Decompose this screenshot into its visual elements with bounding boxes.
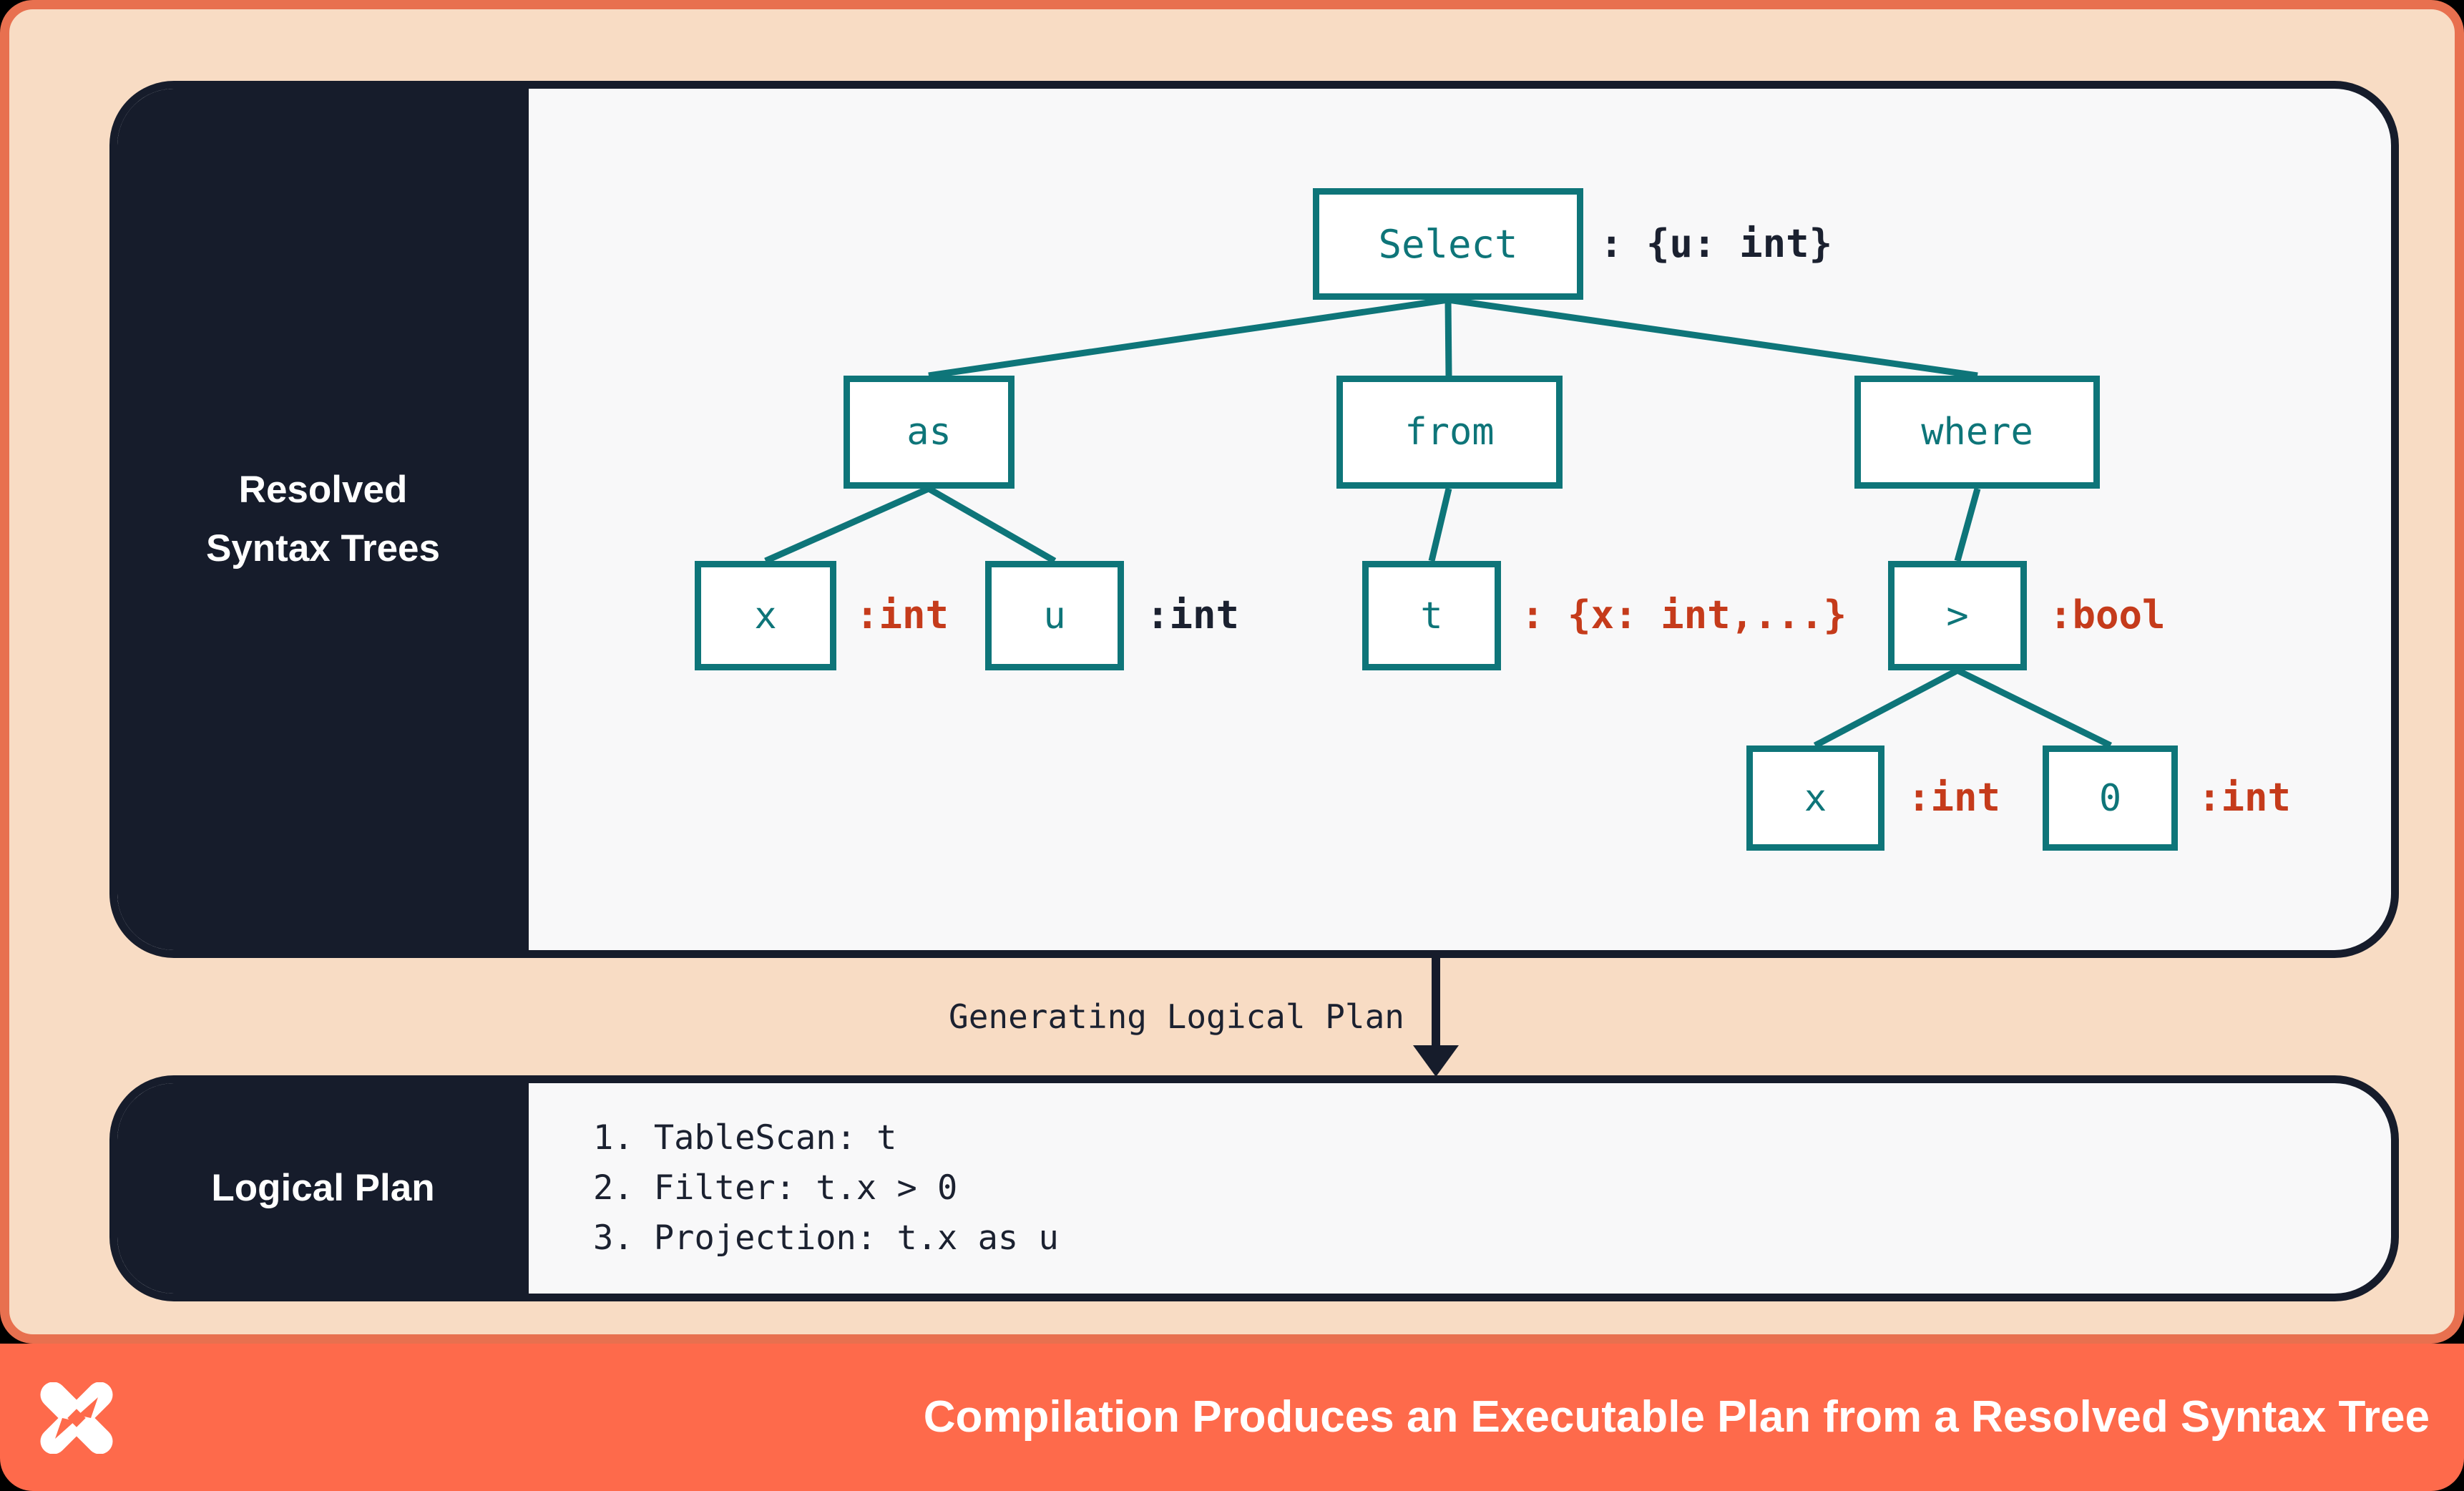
plan-step: 2. Filter: t.x > 0 (593, 1168, 958, 1208)
type-annotation-x-where: :int (1907, 775, 2001, 820)
type-annotation-select: : {u: int} (1600, 221, 1833, 266)
plan-step: 1. TableScan: t (593, 1118, 897, 1158)
tree-node-zero: 0 (2043, 746, 2178, 851)
down-arrow-head-icon (1413, 1045, 1459, 1077)
tree-node-x-where: x (1746, 746, 1884, 851)
type-annotation-t: : {x: int,...} (1521, 592, 1847, 637)
type-annotation-zero: :int (2198, 775, 2292, 820)
syntax-tree: Select as from where x u t > x 0 : {u: i… (117, 89, 2391, 950)
tree-edges (764, 296, 2112, 749)
down-arrow-shaft (1432, 958, 1440, 1047)
type-annotation-x-as: :int (856, 592, 949, 637)
transition-label: Generating Logical Plan (949, 997, 1404, 1036)
tree-node-select: Select (1313, 188, 1583, 300)
panel-title-line: Resolved (238, 469, 408, 511)
footer-bar: Compilation Produces an Executable Plan … (0, 1344, 2464, 1491)
footer-title: Compilation Produces an Executable Plan … (923, 1392, 2430, 1442)
logical-plan-sidebar: Logical Plan (117, 1083, 529, 1294)
tree-node-from: from (1336, 376, 1563, 489)
peach-frame: Select as from where x u t > x 0 : {u: i… (0, 0, 2464, 1344)
panel-title: Logical Plan (211, 1167, 435, 1209)
resolved-syntax-trees-sidebar: Resolved Syntax Trees (117, 89, 529, 950)
tree-node-t: t (1362, 561, 1501, 670)
logical-plan-steps: 1. TableScan: t 2. Filter: t.x > 0 3. Pr… (593, 1083, 1059, 1294)
plan-step: 3. Projection: t.x as u (593, 1218, 1059, 1258)
tree-node-x-as: x (695, 561, 836, 670)
tree-node-u: u (985, 561, 1124, 670)
tree-node-greater-than: > (1888, 561, 2027, 670)
tree-node-as: as (844, 376, 1015, 489)
logical-plan-panel: 1. TableScan: t 2. Filter: t.x > 0 3. Pr… (109, 1075, 2399, 1301)
type-annotation-greater-than: :bool (2049, 592, 2166, 637)
pinwheel-x-logo-icon (40, 1382, 113, 1454)
resolved-syntax-trees-panel: Select as from where x u t > x 0 : {u: i… (109, 81, 2399, 958)
tree-node-where: where (1854, 376, 2100, 489)
panel-title-line: Syntax Trees (205, 527, 441, 569)
type-annotation-u: :int (1146, 592, 1240, 637)
